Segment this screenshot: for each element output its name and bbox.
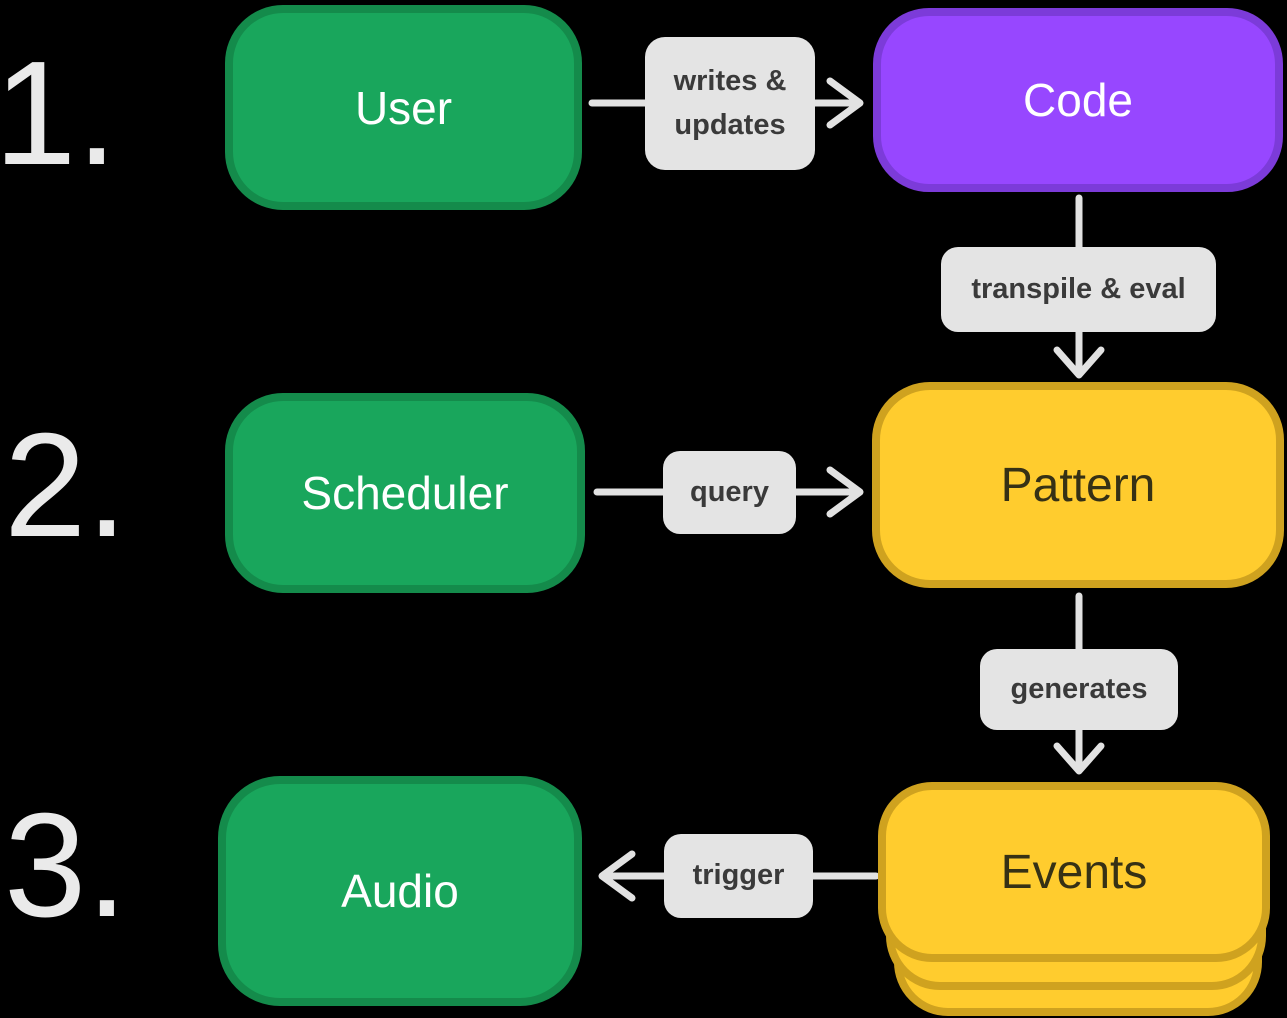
node-scheduler: Scheduler xyxy=(225,393,585,593)
node-events-label: Events xyxy=(1000,845,1148,899)
node-events: Events xyxy=(878,782,1270,962)
node-audio: Audio xyxy=(218,776,582,1006)
node-pattern: Pattern xyxy=(872,382,1284,588)
step-number-2: 2. xyxy=(4,403,128,568)
node-user-label: User xyxy=(354,81,453,134)
node-code-label: Code xyxy=(1023,74,1133,126)
edge-label-writes-updates: writes & updates xyxy=(645,37,815,170)
edge-label-generates: generates xyxy=(980,649,1178,730)
edge-label-query: query xyxy=(663,451,796,534)
step-number-1: 1. xyxy=(0,31,118,196)
node-pattern-label: Pattern xyxy=(1000,458,1156,512)
step-number-3: 3. xyxy=(4,783,128,948)
node-audio-label: Audio xyxy=(341,865,459,917)
edge-label-transpile-eval: transpile & eval xyxy=(941,247,1216,332)
node-code: Code xyxy=(873,8,1283,192)
node-user: User xyxy=(225,5,582,210)
node-scheduler-label: Scheduler xyxy=(301,467,509,519)
edge-label-trigger: trigger xyxy=(664,834,813,918)
